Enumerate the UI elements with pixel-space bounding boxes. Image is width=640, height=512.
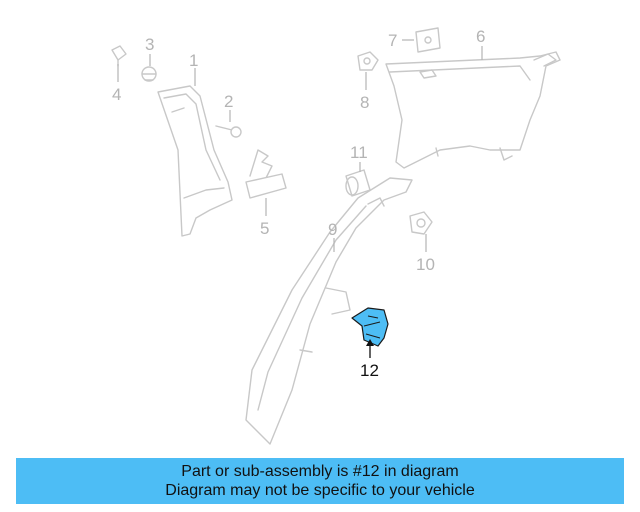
callout-10[interactable]: 10 [416, 255, 435, 274]
callout-8[interactable]: 8 [360, 93, 369, 112]
callout-12[interactable]: 12 [360, 361, 379, 380]
part-2-screw[interactable] [215, 125, 242, 138]
part-8-nut[interactable] [357, 51, 379, 71]
part-10-bolt[interactable] [409, 211, 433, 235]
callout-5[interactable]: 5 [260, 219, 269, 238]
callout-3[interactable]: 3 [145, 35, 154, 54]
callout-1[interactable]: 1 [189, 51, 198, 70]
parts-diagram: 1 3 4 2 5 6 7 8 11 10 9 12 [111, 27, 561, 445]
banner-line-1: Part or sub-assembly is #12 in diagram [181, 463, 459, 480]
part-9-long-pillar-trim[interactable] [245, 177, 413, 445]
callout-9[interactable]: 9 [328, 220, 337, 239]
part-3-clip[interactable] [141, 66, 157, 82]
callout-2[interactable]: 2 [224, 92, 233, 111]
callout-7[interactable]: 7 [388, 31, 397, 50]
leader-lines [117, 39, 483, 358]
part-4-push-pin[interactable] [111, 45, 127, 67]
part-1-pillar-trim[interactable] [157, 85, 233, 237]
info-banner: Part or sub-assembly is #12 in diagram D… [16, 458, 624, 504]
part-7-retainer[interactable] [415, 27, 441, 53]
callout-6[interactable]: 6 [476, 27, 485, 46]
callout-4[interactable]: 4 [112, 85, 121, 104]
part-6-quarter-trim[interactable] [385, 51, 561, 169]
banner-line-2: Diagram may not be specific to your vehi… [165, 482, 475, 499]
callout-11[interactable]: 11 [350, 143, 368, 162]
part-5-bracket[interactable] [245, 149, 287, 199]
callout-labels: 1 3 4 2 5 6 7 8 11 10 9 12 [112, 27, 485, 380]
part-12-highlighted-clip[interactable] [351, 307, 389, 347]
